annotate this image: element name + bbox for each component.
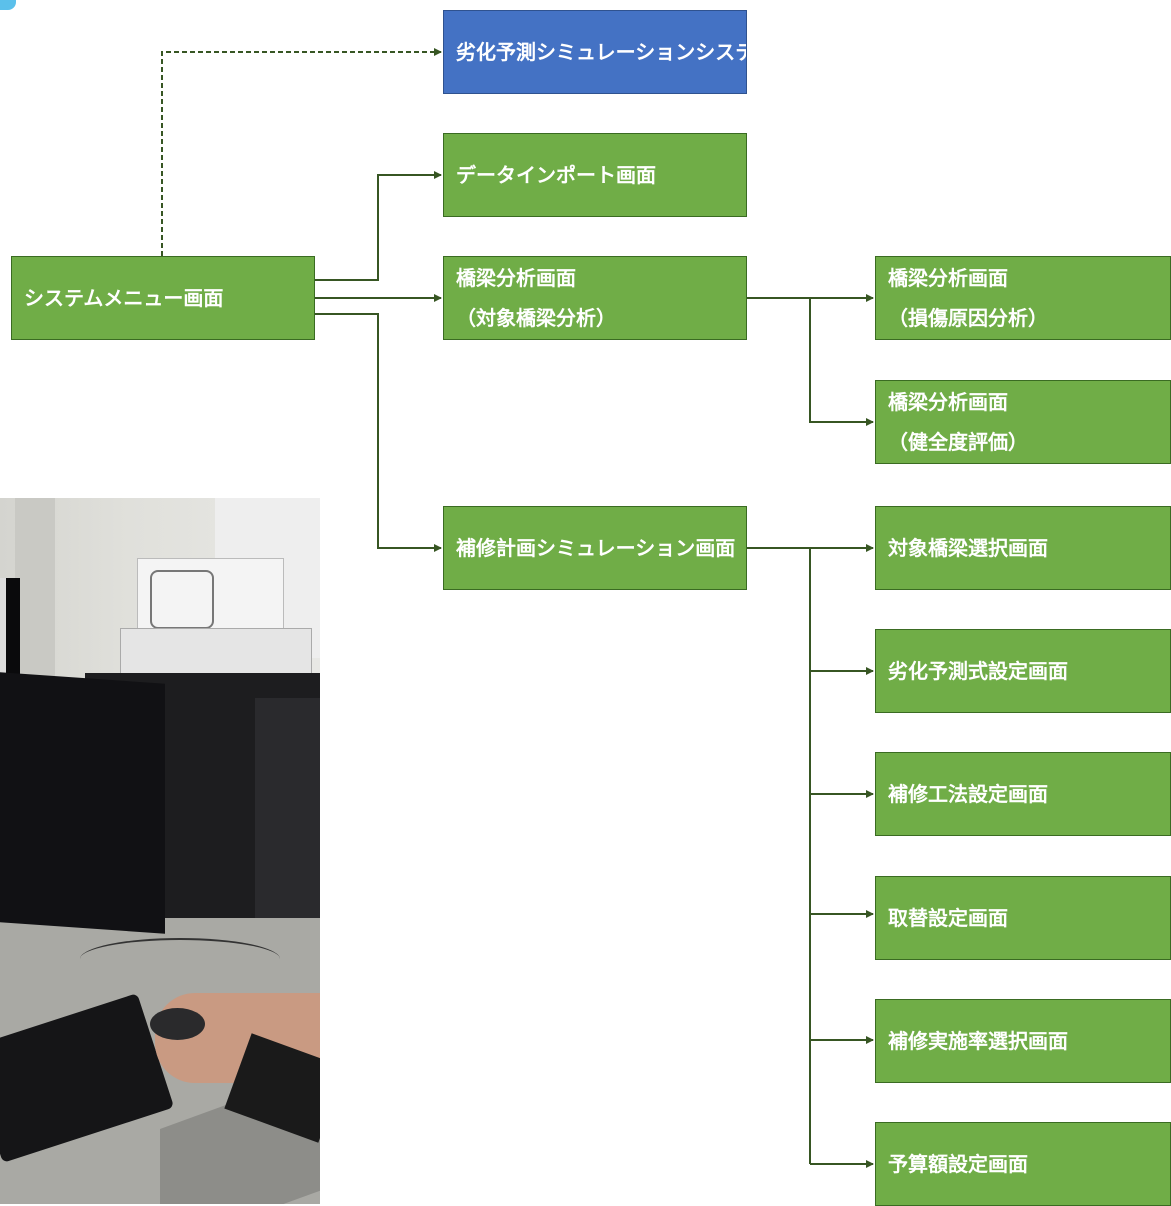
node-target-bridge-select[interactable]: 対象橋梁選択画面 [875,506,1171,590]
node-target-bridge-select-label: 対象橋梁選択画面 [888,536,1048,560]
node-bridge-analysis-damage-line2: （損傷原因分析） [888,306,1048,330]
node-repair-plan-simulation[interactable]: 補修計画シミュレーション画面 [443,506,747,590]
node-deterioration-system-label: 劣化予測シミュレーションシステム [456,40,747,64]
node-bridge-analysis-target[interactable]: 橋梁分析画面 （対象橋梁分析） [443,256,747,340]
node-bridge-analysis-damage[interactable]: 橋梁分析画面 （損傷原因分析） [875,256,1171,340]
connector-menu-to-system [161,48,442,256]
node-replacement[interactable]: 取替設定画面 [875,876,1171,960]
node-bridge-analysis-damage-line1: 橋梁分析画面 [888,266,1008,290]
node-repair-method-label: 補修工法設定画面 [888,782,1048,806]
node-bridge-analysis-target-line1: 橋梁分析画面 [456,266,576,290]
node-system-menu-label: システムメニュー画面 [24,286,224,310]
node-deterioration-formula-label: 劣化予測式設定画面 [888,659,1068,683]
node-bridge-analysis-target-line2: （対象橋梁分析） [456,306,616,330]
photo-monitor-secondary [0,672,165,934]
node-replacement-label: 取替設定画面 [888,906,1008,930]
node-system-menu[interactable]: システムメニュー画面 [11,256,315,340]
computer-user-photo [0,498,320,1204]
node-data-import[interactable]: データインポート画面 [443,133,747,217]
node-data-import-label: データインポート画面 [456,163,656,187]
node-bridge-analysis-health-line2: （健全度評価） [888,430,1028,454]
node-repair-plan-simulation-label: 補修計画シミュレーション画面 [456,536,736,560]
node-repair-rate-label: 補修実施率選択画面 [888,1029,1068,1053]
connector-bridge-to-health [809,298,874,426]
node-budget[interactable]: 予算額設定画面 [875,1122,1171,1206]
photo-mouse [150,1008,205,1040]
node-deterioration-formula[interactable]: 劣化予測式設定画面 [875,629,1171,713]
corner-accent [0,0,16,10]
connector-menu-to-import [315,171,442,281]
node-bridge-analysis-health-line1: 橋梁分析画面 [888,390,1008,414]
photo-box-illustration [150,570,214,629]
node-deterioration-system[interactable]: 劣化予測シミュレーションシステム [443,10,747,94]
node-budget-label: 予算額設定画面 [888,1152,1028,1176]
photo-cable [80,938,280,980]
node-repair-method[interactable]: 補修工法設定画面 [875,752,1171,836]
node-bridge-analysis-health[interactable]: 橋梁分析画面 （健全度評価） [875,380,1171,464]
node-repair-rate[interactable]: 補修実施率選択画面 [875,999,1171,1083]
connector-menu-to-repair [315,313,442,552]
connector-repair-trunk [747,547,811,1164]
